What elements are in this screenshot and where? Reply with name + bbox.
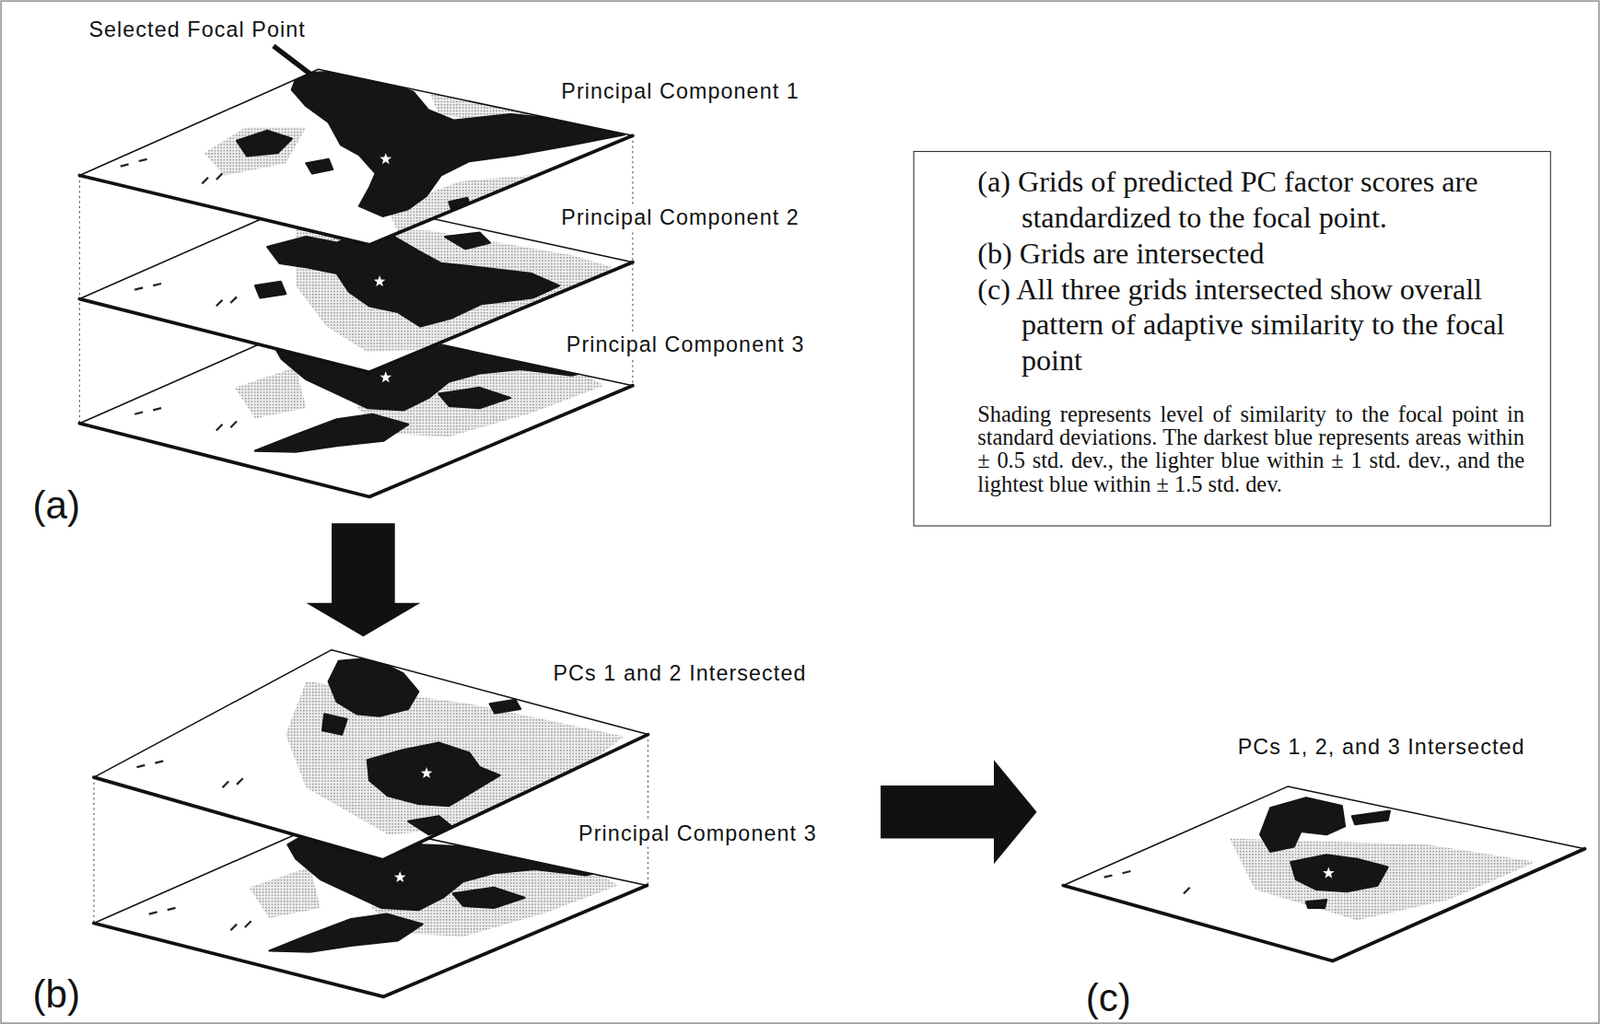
shading-note: Shading represents level of similarity t… [977, 401, 1525, 496]
layer-label: Principal Component 1 [558, 79, 803, 105]
layer-label: Principal Component 2 [558, 205, 803, 231]
similarity-map [134, 226, 612, 352]
step-note: (c) All three grids intersected show ove… [977, 271, 1525, 379]
step-note: (a) Grids of predicted PC factor scores … [977, 163, 1525, 236]
plane-edge [79, 262, 632, 374]
panel-letter: (c) [1083, 975, 1133, 1021]
layer-label: PCs 1 and 2 Intersected [549, 661, 810, 687]
plane-edge [79, 385, 632, 498]
note-box: (a) Grids of predicted PC factor scores … [912, 151, 1551, 527]
callout-label: Selected Focal Point [86, 17, 308, 43]
plane-edge [93, 735, 649, 861]
plane-edge [1062, 849, 1585, 962]
plane-edge [79, 135, 632, 246]
layer-label: Principal Component 3 [575, 821, 820, 847]
similarity-map [1104, 797, 1537, 921]
plane-edge [79, 69, 632, 176]
plane-edge [93, 886, 647, 998]
stack-guide-line [93, 777, 94, 923]
step-note: (b) Grids are intersected [977, 235, 1525, 272]
block-arrow [880, 759, 1037, 865]
panel-letter: (a) [30, 482, 82, 528]
layer-plane [1059, 782, 1589, 966]
map-grid-layer: PCs 1, 2, and 3 Intersected [1059, 782, 1589, 966]
map-grid-layer: Principal Component 1 [75, 65, 637, 249]
similarity-map [120, 71, 625, 235]
plane-face [79, 69, 632, 246]
layer-plane [75, 65, 637, 249]
plane-edge [1062, 786, 1585, 886]
map-grid-layer: PCs 1 and 2 Intersected [89, 645, 652, 865]
layer-label: PCs 1, 2, and 3 Intersected [1234, 735, 1528, 760]
plane-face [1062, 786, 1585, 961]
leader-line [273, 46, 313, 76]
panel-letter: (b) [30, 972, 82, 1018]
stack-guides [79, 135, 648, 997]
stack-guide-line [647, 735, 649, 887]
block-arrow [305, 523, 421, 637]
layer-label: Principal Component 3 [562, 332, 807, 358]
